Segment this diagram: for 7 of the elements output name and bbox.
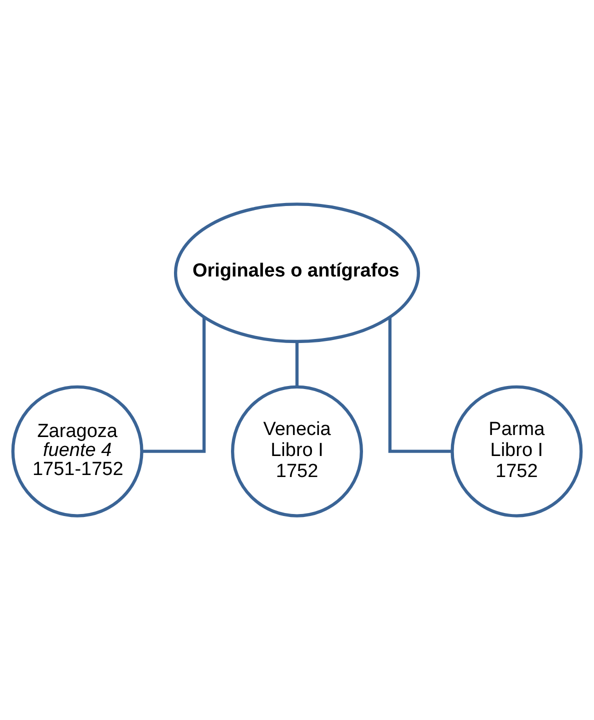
node-circle: Parma Libro I 1752 [450, 385, 583, 518]
connector [295, 342, 299, 387]
node-ellipse: Originales o antígrafos [174, 202, 420, 344]
connector [388, 317, 452, 453]
node-circle: Zaragoza fuente 4 1751-1752 [11, 385, 144, 518]
connector [142, 317, 206, 453]
node-circle: Venecia Libro I 1752 [231, 385, 363, 518]
